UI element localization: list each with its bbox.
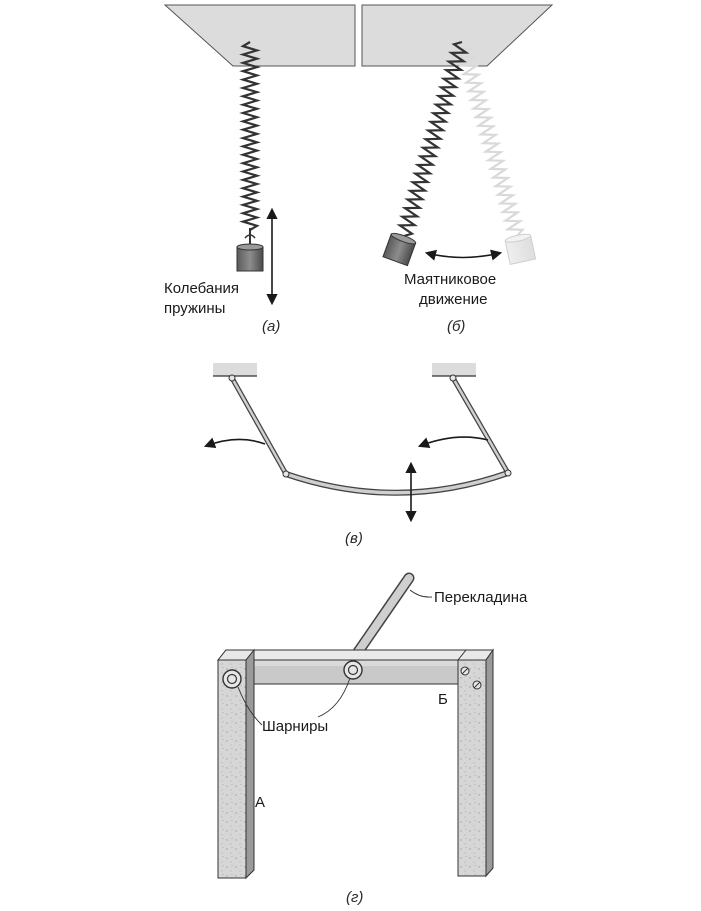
post-right [456, 648, 494, 878]
weight-a [236, 243, 264, 272]
ceiling [163, 4, 554, 67]
label-point-b: Б [438, 691, 448, 708]
leader-hinge-center [317, 677, 351, 718]
leader-hinge-left [237, 686, 263, 726]
label-point-a: А [255, 794, 265, 811]
label-crossbar: Перекладина [434, 589, 528, 606]
spring-vertical [239, 41, 261, 245]
swing-arrow-left [203, 437, 266, 449]
label-pendulum-2: движение [419, 291, 487, 308]
rod-right [450, 375, 511, 476]
label-spring-osc-1: Колебания [164, 280, 239, 297]
spring-ghost [454, 41, 537, 265]
caption-b: (б) [447, 318, 465, 335]
label-pendulum-1: Маятниковое [404, 271, 496, 288]
support-left [213, 363, 257, 377]
hinge-center-icon [343, 660, 363, 680]
crossbar-stick [352, 572, 415, 658]
weight-b [382, 232, 417, 267]
swing-arrow-right [417, 436, 489, 448]
caption-d: (г) [346, 889, 363, 906]
label-spring-osc-2: пружины [164, 300, 225, 317]
curved-beam [283, 470, 511, 496]
caption-a: (а) [262, 318, 280, 335]
hinge-left-icon [222, 669, 242, 689]
post-left [216, 648, 256, 880]
caption-c: (в) [345, 530, 363, 547]
ceiling-right [361, 4, 554, 67]
leader-crossbar [409, 589, 433, 598]
label-hinges: Шарниры [262, 718, 328, 735]
rod-left [229, 375, 289, 477]
support-right [432, 363, 476, 377]
ceiling-left [163, 4, 356, 67]
spring-pendulum [382, 40, 470, 267]
screw-2-icon [472, 680, 482, 690]
screw-1-icon [460, 666, 470, 676]
pendulum-arrow [424, 249, 503, 261]
